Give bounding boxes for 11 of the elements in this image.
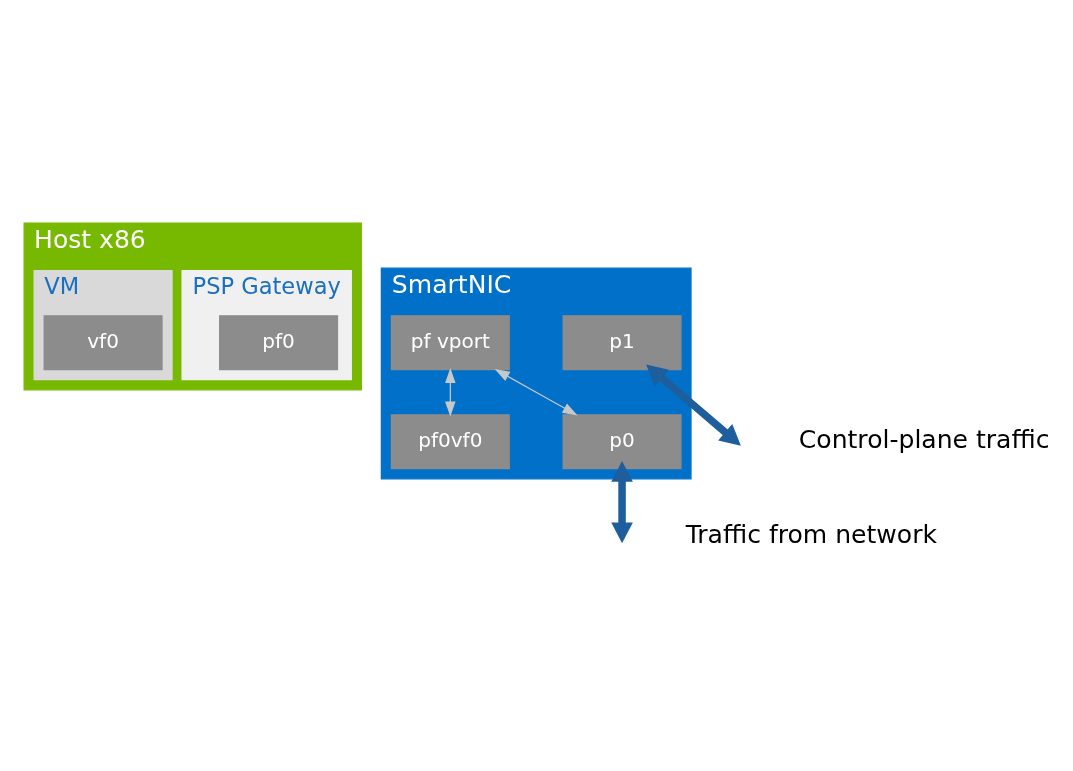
- node-box: pf0vf0: [390, 413, 510, 469]
- label: Control-plane traffic: [798, 424, 1050, 454]
- node-box: pf vport: [390, 314, 510, 370]
- arrow: [494, 368, 578, 415]
- label: Traffic from network: [685, 519, 938, 549]
- arrow: [445, 367, 456, 416]
- node-box: p0: [562, 413, 682, 469]
- node-box: vf0: [43, 314, 163, 370]
- arrow: [611, 460, 633, 543]
- node-box: p1: [562, 314, 682, 370]
- node-box: pf0: [219, 314, 339, 370]
